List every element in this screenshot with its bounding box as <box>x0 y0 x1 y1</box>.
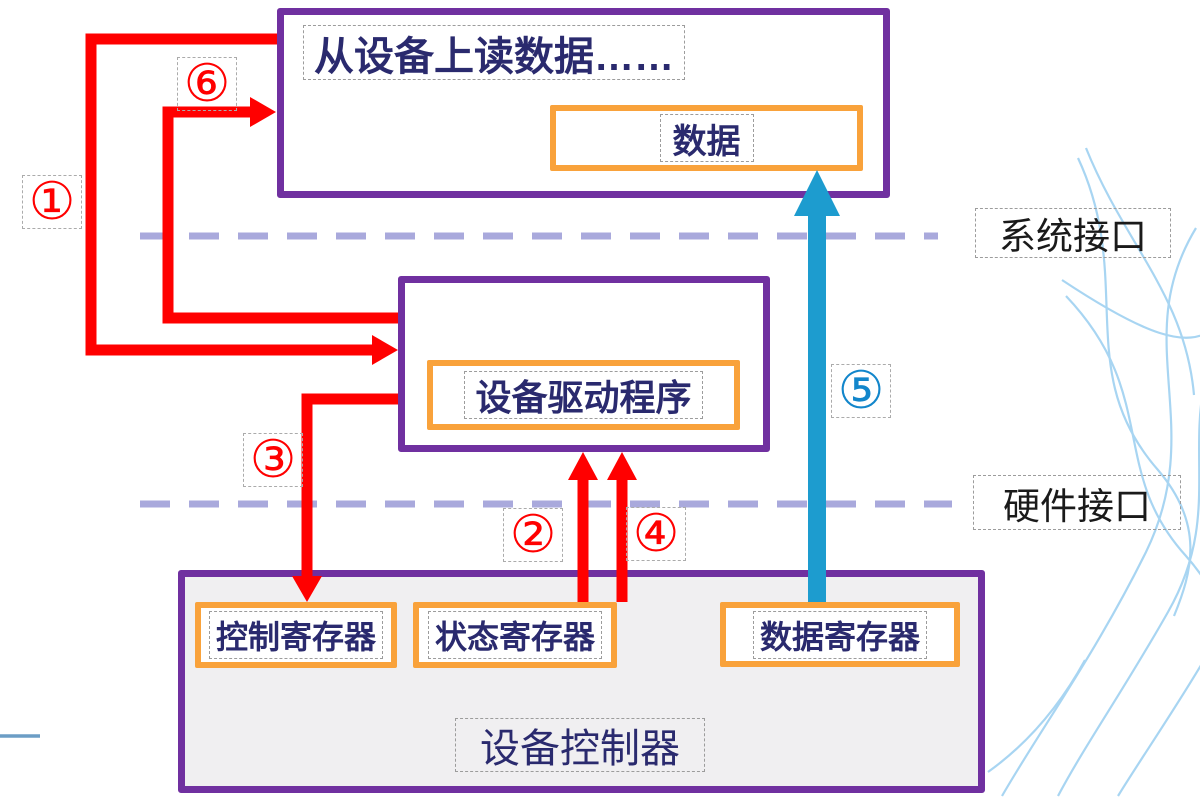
hardware-interface-label: 硬件接口 <box>973 475 1181 530</box>
step-4-label: ④ <box>626 507 686 561</box>
data-chip-label: 数据 <box>659 114 754 162</box>
driver-chip-label: 设备驱动程序 <box>464 371 703 419</box>
controller-label: 设备控制器 <box>455 718 705 772</box>
step-5-label: ⑤ <box>831 364 891 418</box>
status-register-label: 状态寄存器 <box>427 611 602 659</box>
data-chip: 数据 <box>550 105 863 171</box>
driver-chip: 设备驱动程序 <box>427 360 740 430</box>
user-program-title: 从设备上读数据…… <box>303 25 685 80</box>
step-3-label: ③ <box>243 433 303 487</box>
data-register-label: 数据寄存器 <box>752 610 927 659</box>
system-interface-label: 系统接口 <box>975 208 1171 258</box>
step-2-label: ② <box>503 508 563 562</box>
control-register-chip: 控制寄存器 <box>195 602 397 668</box>
step-6-label: ⑥ <box>177 57 237 111</box>
data-register-chip: 数据寄存器 <box>720 602 960 667</box>
control-register-label: 控制寄存器 <box>208 611 383 659</box>
step-1-label: ① <box>22 175 82 229</box>
status-register-chip: 状态寄存器 <box>413 602 617 668</box>
